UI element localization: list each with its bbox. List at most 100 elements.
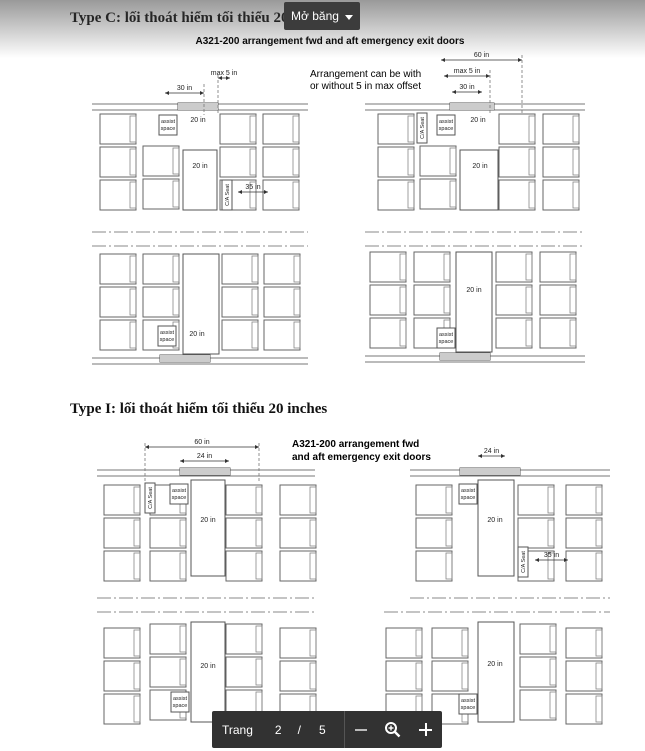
seat-back <box>449 147 457 175</box>
seat-back <box>449 180 457 208</box>
zoom-in-button[interactable] <box>410 711 442 748</box>
seat-back <box>133 552 141 580</box>
dim-label: 35 in <box>245 184 260 191</box>
seat-back <box>293 288 301 316</box>
seat-back <box>461 629 469 657</box>
seat <box>431 660 469 692</box>
seat <box>377 113 415 145</box>
arrow-head <box>255 445 259 449</box>
dim-label: 20 in <box>466 287 481 294</box>
ca-seat-label: C/A Seat <box>225 184 231 206</box>
zoom-fit-button[interactable] <box>377 711 409 748</box>
seat <box>99 253 137 285</box>
dim-label: 20 in <box>192 163 207 170</box>
seat <box>225 517 263 549</box>
seat-back <box>525 253 533 281</box>
seat-back <box>255 625 263 653</box>
seat <box>279 660 317 692</box>
seat <box>377 146 415 178</box>
seat <box>262 113 300 145</box>
seat-back <box>179 552 187 580</box>
door-fill <box>160 355 210 362</box>
seat <box>539 251 577 283</box>
open-button-label: Mở băng <box>291 9 339 23</box>
arrow-head <box>478 454 482 458</box>
exit-path <box>459 149 499 211</box>
assist-space-box <box>436 327 456 349</box>
space-label: space <box>161 126 176 132</box>
space-label: space <box>439 126 454 132</box>
seat <box>99 319 137 351</box>
arrow-head <box>264 190 268 194</box>
assist-space-box <box>169 483 189 505</box>
seat <box>539 284 577 316</box>
seat-back <box>309 486 317 514</box>
current-page-input[interactable]: 2 <box>274 722 282 737</box>
seat-back <box>528 148 536 176</box>
exit-path <box>190 479 226 577</box>
zoom-out-button[interactable] <box>345 711 377 748</box>
seat <box>565 627 603 659</box>
seat <box>419 145 457 177</box>
seat <box>498 179 536 211</box>
seat-back <box>525 286 533 314</box>
seat <box>565 693 603 725</box>
seat <box>498 113 536 145</box>
seat-back <box>415 662 423 690</box>
seat <box>221 253 259 285</box>
page-label: Trang <box>222 722 253 737</box>
plus-icon <box>419 723 433 736</box>
seat-back <box>445 552 453 580</box>
seat <box>279 517 317 549</box>
minus-icon <box>354 728 367 731</box>
dim-label: 24 in <box>197 453 212 460</box>
seat-back <box>172 180 180 208</box>
seat <box>517 484 555 516</box>
seat <box>262 179 300 211</box>
seat <box>263 319 301 351</box>
seat <box>103 517 141 549</box>
seat <box>103 660 141 692</box>
seat-back <box>572 181 580 209</box>
pdf-viewer-toolbar: Trang 2 / 5 <box>212 711 442 748</box>
seat-back <box>133 695 141 723</box>
space-label: space <box>172 495 187 501</box>
seat <box>99 113 137 145</box>
seat-back <box>547 486 555 514</box>
space-label: space <box>173 703 188 709</box>
seat-back <box>292 181 300 209</box>
seat <box>279 627 317 659</box>
seat-back <box>443 286 451 314</box>
arrow-head <box>441 58 445 62</box>
seat-back <box>399 253 407 281</box>
page-separator: / <box>297 722 301 737</box>
seat-back <box>249 115 257 143</box>
seat-back <box>255 519 263 547</box>
seat <box>99 286 137 318</box>
seat-back <box>179 658 187 686</box>
arrow-head <box>501 454 505 458</box>
seat <box>539 317 577 349</box>
seat <box>142 145 180 177</box>
seat-back <box>249 181 257 209</box>
dim-label: 35 in <box>544 552 559 559</box>
seat <box>279 484 317 516</box>
seat-back <box>251 288 259 316</box>
dim-label: 20 in <box>487 517 502 524</box>
seat <box>142 253 180 285</box>
seat-back <box>309 629 317 657</box>
seat <box>542 179 580 211</box>
seat-back <box>528 181 536 209</box>
arrow-head <box>518 58 522 62</box>
seat <box>369 251 407 283</box>
assist-label: assist <box>160 330 175 336</box>
seat <box>263 286 301 318</box>
open-in-new-window-button[interactable]: Mở băng <box>284 2 360 30</box>
caret-down-icon <box>344 14 353 20</box>
assist-label: assist <box>461 698 476 704</box>
seat-back <box>179 519 187 547</box>
ca-seat-label: C/A Seat <box>148 487 154 509</box>
seat <box>519 689 557 721</box>
